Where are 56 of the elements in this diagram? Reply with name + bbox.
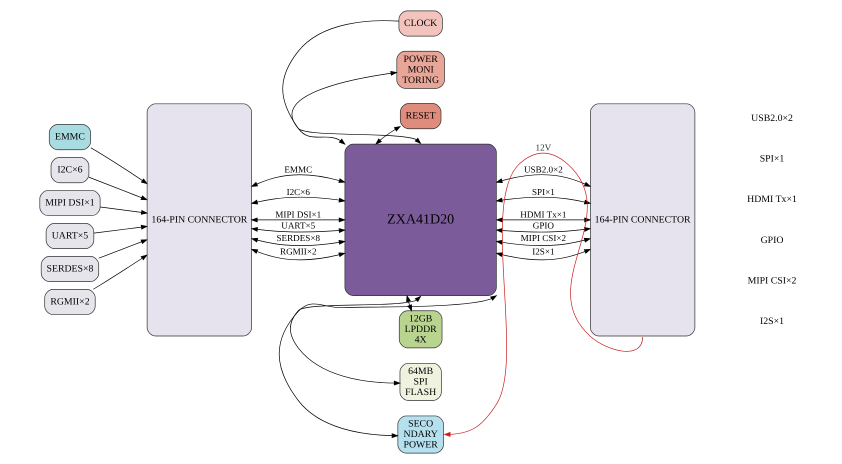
- arrow: [292, 70, 422, 144]
- node-box: I2C×6: [50, 157, 90, 184]
- arrow: [92, 254, 148, 290]
- edge-label: USB2.0×2: [524, 164, 563, 174]
- arrow: [495, 227, 592, 233]
- node-box: ZXA41D20: [344, 144, 497, 296]
- label: MIPI CSI×2: [748, 276, 796, 287]
- node-box: RESET: [400, 103, 442, 130]
- node-box: MIPI DSI×1: [39, 190, 100, 216]
- label: I2S×1: [760, 316, 784, 328]
- node-box: UART×5: [46, 223, 94, 249]
- arrow: [94, 224, 148, 234]
- edge-label: HDMI Tx×1: [520, 209, 566, 220]
- label: HDMI Tx×1: [747, 194, 797, 206]
- node-box: POWER MONI TORING: [396, 50, 445, 89]
- node-box: CLOCK: [398, 10, 443, 36]
- arrow: [250, 238, 346, 246]
- node-box: 12GB LPDDR 4X: [398, 310, 442, 348]
- arrow: [375, 126, 402, 145]
- arrow: [100, 206, 148, 215]
- node-box: 164-PIN CONNECTOR: [590, 103, 696, 336]
- edge-label: SPI×1: [532, 186, 555, 197]
- arrow: [495, 174, 592, 187]
- node-box: 64MB SPI FLASH: [400, 362, 442, 401]
- label: GPIO: [760, 234, 784, 246]
- label: USB2.0×2: [751, 112, 793, 124]
- arrow: [98, 239, 148, 259]
- edge-label: 12V: [536, 142, 552, 153]
- arrow: [443, 152, 643, 437]
- edge-label: I2C×6: [286, 186, 310, 197]
- edge-label: RGMII×2: [280, 246, 317, 257]
- arrow: [250, 174, 346, 187]
- node-box: RGMII×2: [44, 288, 96, 315]
- arrow: [250, 227, 346, 233]
- edge-label: SERDES×8: [276, 233, 320, 244]
- edge-label: MIPI DSI×1: [275, 209, 322, 220]
- arrow: [250, 217, 346, 222]
- arrow: [282, 20, 400, 145]
- node-box: SECO NDARY POWER: [398, 416, 444, 454]
- node-box: SERDES×8: [40, 256, 100, 282]
- arrow: [290, 296, 422, 386]
- arrow: [90, 147, 148, 184]
- node-box: 164-PIN CONNECTOR: [146, 103, 252, 336]
- arrow: [250, 248, 346, 260]
- edge-label: I2S×1: [532, 246, 555, 257]
- arrow: [88, 176, 148, 200]
- edge-label: MIPI CSI×2: [520, 233, 566, 244]
- edge-label: GPIO: [532, 220, 554, 231]
- edge-label: UART×5: [281, 220, 316, 231]
- arrow: [250, 196, 346, 204]
- arrow: [496, 248, 592, 260]
- label: SPI×1: [760, 153, 784, 164]
- node-box: EMMC: [48, 124, 91, 150]
- edge-label: EMMC: [284, 164, 312, 174]
- arrow: [278, 295, 498, 438]
- arrow: [495, 238, 592, 246]
